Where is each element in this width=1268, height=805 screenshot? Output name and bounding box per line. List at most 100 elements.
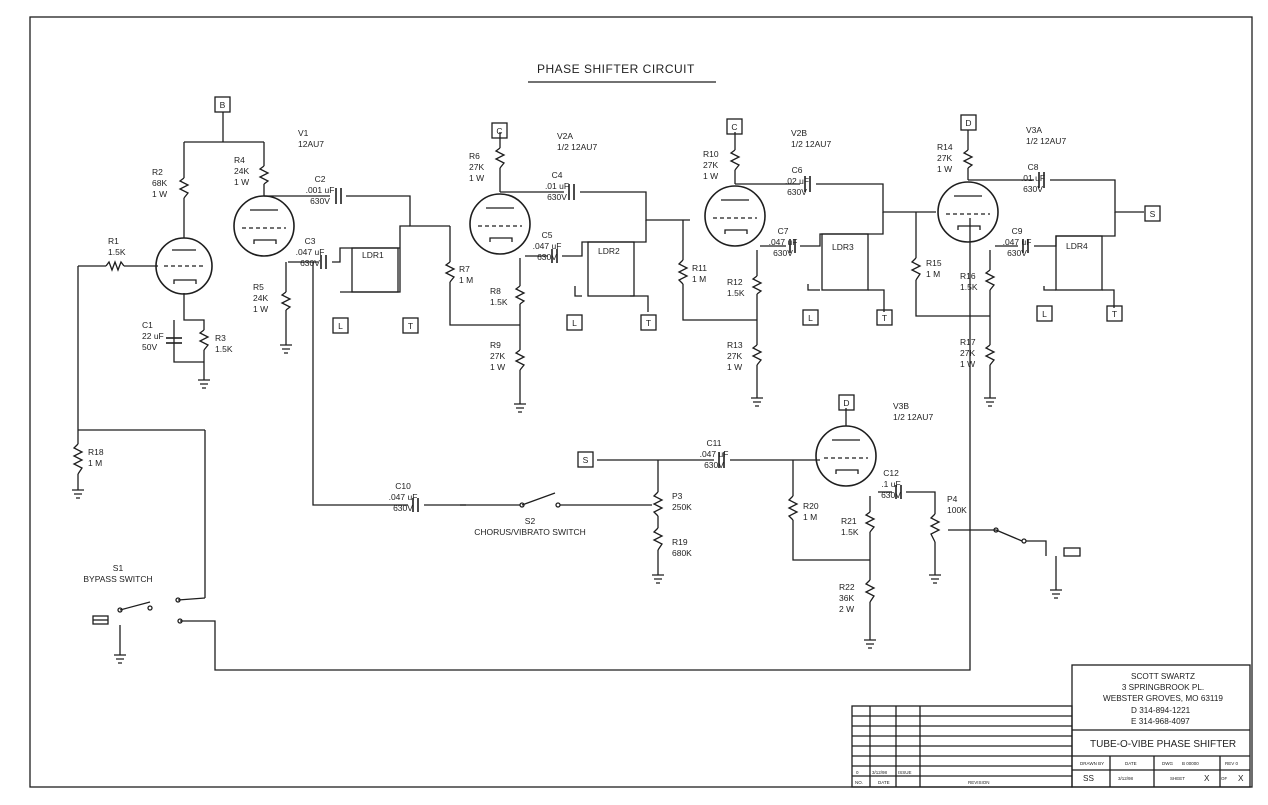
component-designator: V3A xyxy=(1026,125,1042,135)
tb-address-line2: WEBSTER GROVES, MO 63119 xyxy=(1103,694,1223,703)
component-value: 1 W xyxy=(727,362,742,372)
component-value: 27K xyxy=(727,351,742,361)
component-designator: R17 xyxy=(960,337,976,347)
component-value: .02 uF xyxy=(785,176,809,186)
connector-label: T xyxy=(882,313,887,323)
component-value: 1/2 12AU7 xyxy=(791,139,831,149)
connector-label: L xyxy=(572,318,577,328)
component-designator: C11 xyxy=(707,438,722,448)
component-designator: C12 xyxy=(883,468,899,478)
tube-v2b-envelope xyxy=(704,185,766,247)
connector-label: T xyxy=(408,321,413,331)
component-value: 1 W xyxy=(703,171,718,181)
component-designator: C3 xyxy=(305,236,316,246)
component-designator: R21 xyxy=(841,516,857,526)
tb-drawn-by-label: DRAWN BY xyxy=(1080,761,1104,766)
component-designator: R19 xyxy=(672,537,688,547)
component-value: 1.5K xyxy=(215,344,233,354)
tb-sheets: X xyxy=(1238,774,1244,783)
tb-sheet: X xyxy=(1204,774,1210,783)
title-block: SCOTT SWARTZ 3 SPRINGBROOK PL. WEBSTER G… xyxy=(851,664,1251,788)
component-value: .01 uF xyxy=(545,181,569,191)
component-value: 1 W xyxy=(937,164,952,174)
connector-label: L xyxy=(1042,309,1047,319)
component-designator: R2 xyxy=(152,167,163,177)
component-value: BYPASS SWITCH xyxy=(83,574,152,584)
component-designator: C2 xyxy=(315,174,326,184)
component-value: 630V xyxy=(300,258,320,268)
sheet-border xyxy=(29,16,1253,788)
component-value: 68K xyxy=(152,178,167,188)
connector-s1: S xyxy=(1144,205,1161,222)
component-designator: C5 xyxy=(542,230,553,240)
component-value: 630V xyxy=(773,248,793,258)
tube-v2a-envelope xyxy=(469,193,531,255)
component-value: 1.5K xyxy=(727,288,745,298)
tb-rev: REV 0 xyxy=(1225,761,1239,766)
component-value: 630V xyxy=(547,192,567,202)
component-designator: P4 xyxy=(947,494,958,504)
rev-date-label: DATE xyxy=(878,780,890,785)
tb-date-label: DATE xyxy=(1125,761,1137,766)
component-designator: R1 xyxy=(108,236,119,246)
connector-l3: L xyxy=(802,309,819,326)
tb-of-label: OF xyxy=(1221,776,1228,781)
component-value: 12AU7 xyxy=(298,139,324,149)
component-designator: R20 xyxy=(803,501,819,511)
wiring xyxy=(77,112,1144,671)
component-value: .047 uF xyxy=(700,449,729,459)
component-value: .047 uF xyxy=(1003,237,1032,247)
component-value: 24K xyxy=(253,293,268,303)
component-designator: LDR1 xyxy=(362,250,384,260)
tb-phone-d: D 314-894-1221 xyxy=(1131,706,1191,715)
component-designator: V3B xyxy=(893,401,909,411)
component-value: .01 uF xyxy=(1021,173,1045,183)
connector-l2: L xyxy=(566,314,583,331)
tb-drawing-title: TUBE-O-VIBE PHASE SHIFTER xyxy=(1090,739,1236,750)
component-value: 630V xyxy=(1023,184,1043,194)
component-designator: C6 xyxy=(792,165,803,175)
component-value: 50V xyxy=(142,342,157,352)
component-designator: P3 xyxy=(672,491,683,501)
label-r3: R31.5K xyxy=(215,333,233,354)
component-value: 1 W xyxy=(152,189,167,199)
component-symbols xyxy=(72,147,1103,664)
component-value: 1.5K xyxy=(841,527,859,537)
component-designator: R14 xyxy=(937,142,953,152)
rev-entry-desc: ISSUE xyxy=(898,770,912,775)
component-value: 27K xyxy=(937,153,952,163)
connector-b: B xyxy=(214,96,231,113)
connector-t1: T xyxy=(402,317,419,334)
connector-label: L xyxy=(338,321,343,331)
connector-label: T xyxy=(646,318,651,328)
component-designator: R4 xyxy=(234,155,245,165)
label-r8: R81.5K xyxy=(490,286,508,307)
tb-dwg-no: B 00000 xyxy=(1182,761,1199,766)
connector-t3: T xyxy=(876,309,893,326)
component-value: 630V xyxy=(787,187,807,197)
component-value: 1.5K xyxy=(960,282,978,292)
component-value: 250K xyxy=(672,502,692,512)
component-value: 630V xyxy=(310,196,330,206)
tb-dwg-no-label: DWG xyxy=(1162,761,1173,766)
component-value: 27K xyxy=(469,162,484,172)
connector-label: T xyxy=(1112,309,1117,319)
